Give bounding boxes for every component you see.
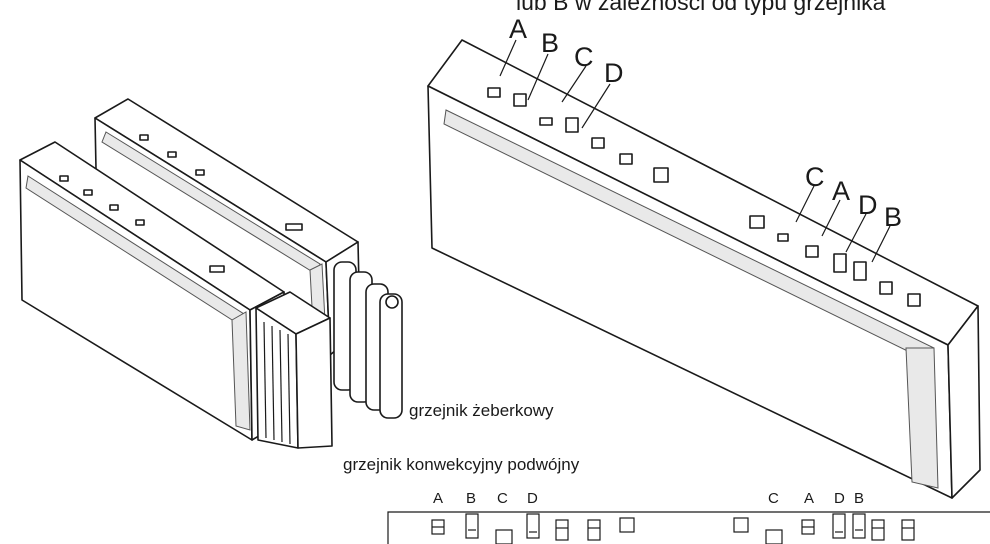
label-right-a: A xyxy=(832,176,851,206)
label-left-a: A xyxy=(509,14,528,44)
label-right-d: D xyxy=(858,190,878,220)
strip-label-left-c: C xyxy=(497,490,508,507)
strip-label-left-d: D xyxy=(527,490,538,507)
fin-radiator-drawing xyxy=(333,261,403,419)
notch-strip xyxy=(387,511,990,544)
large-foam-panel xyxy=(427,39,981,499)
double-convector-caption: grzejnik konwekcyjny podwójny xyxy=(343,455,580,474)
label-left-d: D xyxy=(604,58,624,88)
leader-lines xyxy=(499,39,891,263)
label-right-c: C xyxy=(805,162,825,192)
strip-label-right-d: D xyxy=(834,490,845,507)
strip-label-right-b: B xyxy=(854,490,865,507)
label-left-b: B xyxy=(541,28,560,58)
label-right-b: B xyxy=(884,202,903,232)
strip-label-left-a: A xyxy=(433,490,444,507)
large-panel-notches xyxy=(487,87,921,307)
strip-label-right-a: A xyxy=(804,490,815,507)
fin-radiator-caption: grzejnik żeberkowy xyxy=(409,401,554,420)
strip-label-left-b: B xyxy=(466,490,477,507)
header-text: lub B w zależności od typu grzejnika xyxy=(516,0,886,15)
left-panel-notches xyxy=(59,134,303,273)
convector-radiator-drawing xyxy=(255,291,333,449)
strip-label-right-c: C xyxy=(768,490,779,507)
label-left-c: C xyxy=(574,42,594,72)
